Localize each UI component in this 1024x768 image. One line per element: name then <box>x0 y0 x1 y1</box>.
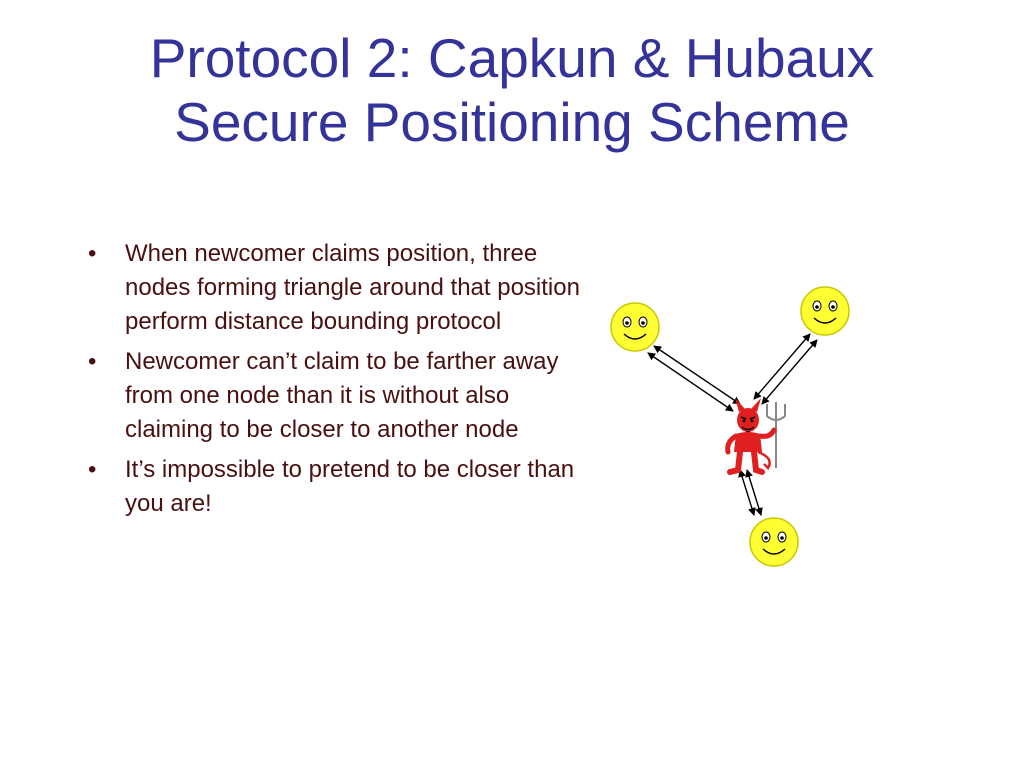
bullet-text-3: It’s impossible to pretend to be closer … <box>125 456 575 517</box>
bullet-dot-icon: • <box>88 348 97 375</box>
bullet-list: • When newcomer claims position, three n… <box>88 237 580 527</box>
arrow-bottom-outer <box>738 469 756 516</box>
slide-title: Protocol 2: Capkun & Hubaux Secure Posit… <box>40 26 984 154</box>
positioning-diagram <box>610 286 850 567</box>
bullet-dot-icon: • <box>88 456 97 483</box>
title-line-1: Protocol 2: Capkun & Hubaux <box>149 27 875 89</box>
bullet-text-2: Newcomer can’t claim to be farther away … <box>125 348 559 443</box>
arrow-bottom-inner <box>745 469 763 516</box>
distance-bounding-arrows <box>647 333 818 516</box>
devil-with-pitchfork-icon <box>725 398 786 475</box>
title-line-2: Secure Positioning Scheme <box>174 91 850 153</box>
bullet-text-1: When newcomer claims position, three nod… <box>125 240 580 335</box>
arrow-left-outer <box>647 352 734 412</box>
smiley-face-icon <box>610 302 660 352</box>
smiley-face-icon <box>749 517 799 567</box>
arrow-right-outer <box>753 333 811 400</box>
arrow-right-inner <box>761 339 818 405</box>
bullet-dot-icon: • <box>88 240 97 267</box>
bullet-item-2: • Newcomer can’t claim to be farther awa… <box>88 345 580 447</box>
bullet-item-3: • It’s impossible to pretend to be close… <box>88 453 580 521</box>
bullet-item-1: • When newcomer claims position, three n… <box>88 237 580 339</box>
smiley-face-icon <box>800 286 850 336</box>
arrow-left-inner <box>653 345 741 405</box>
